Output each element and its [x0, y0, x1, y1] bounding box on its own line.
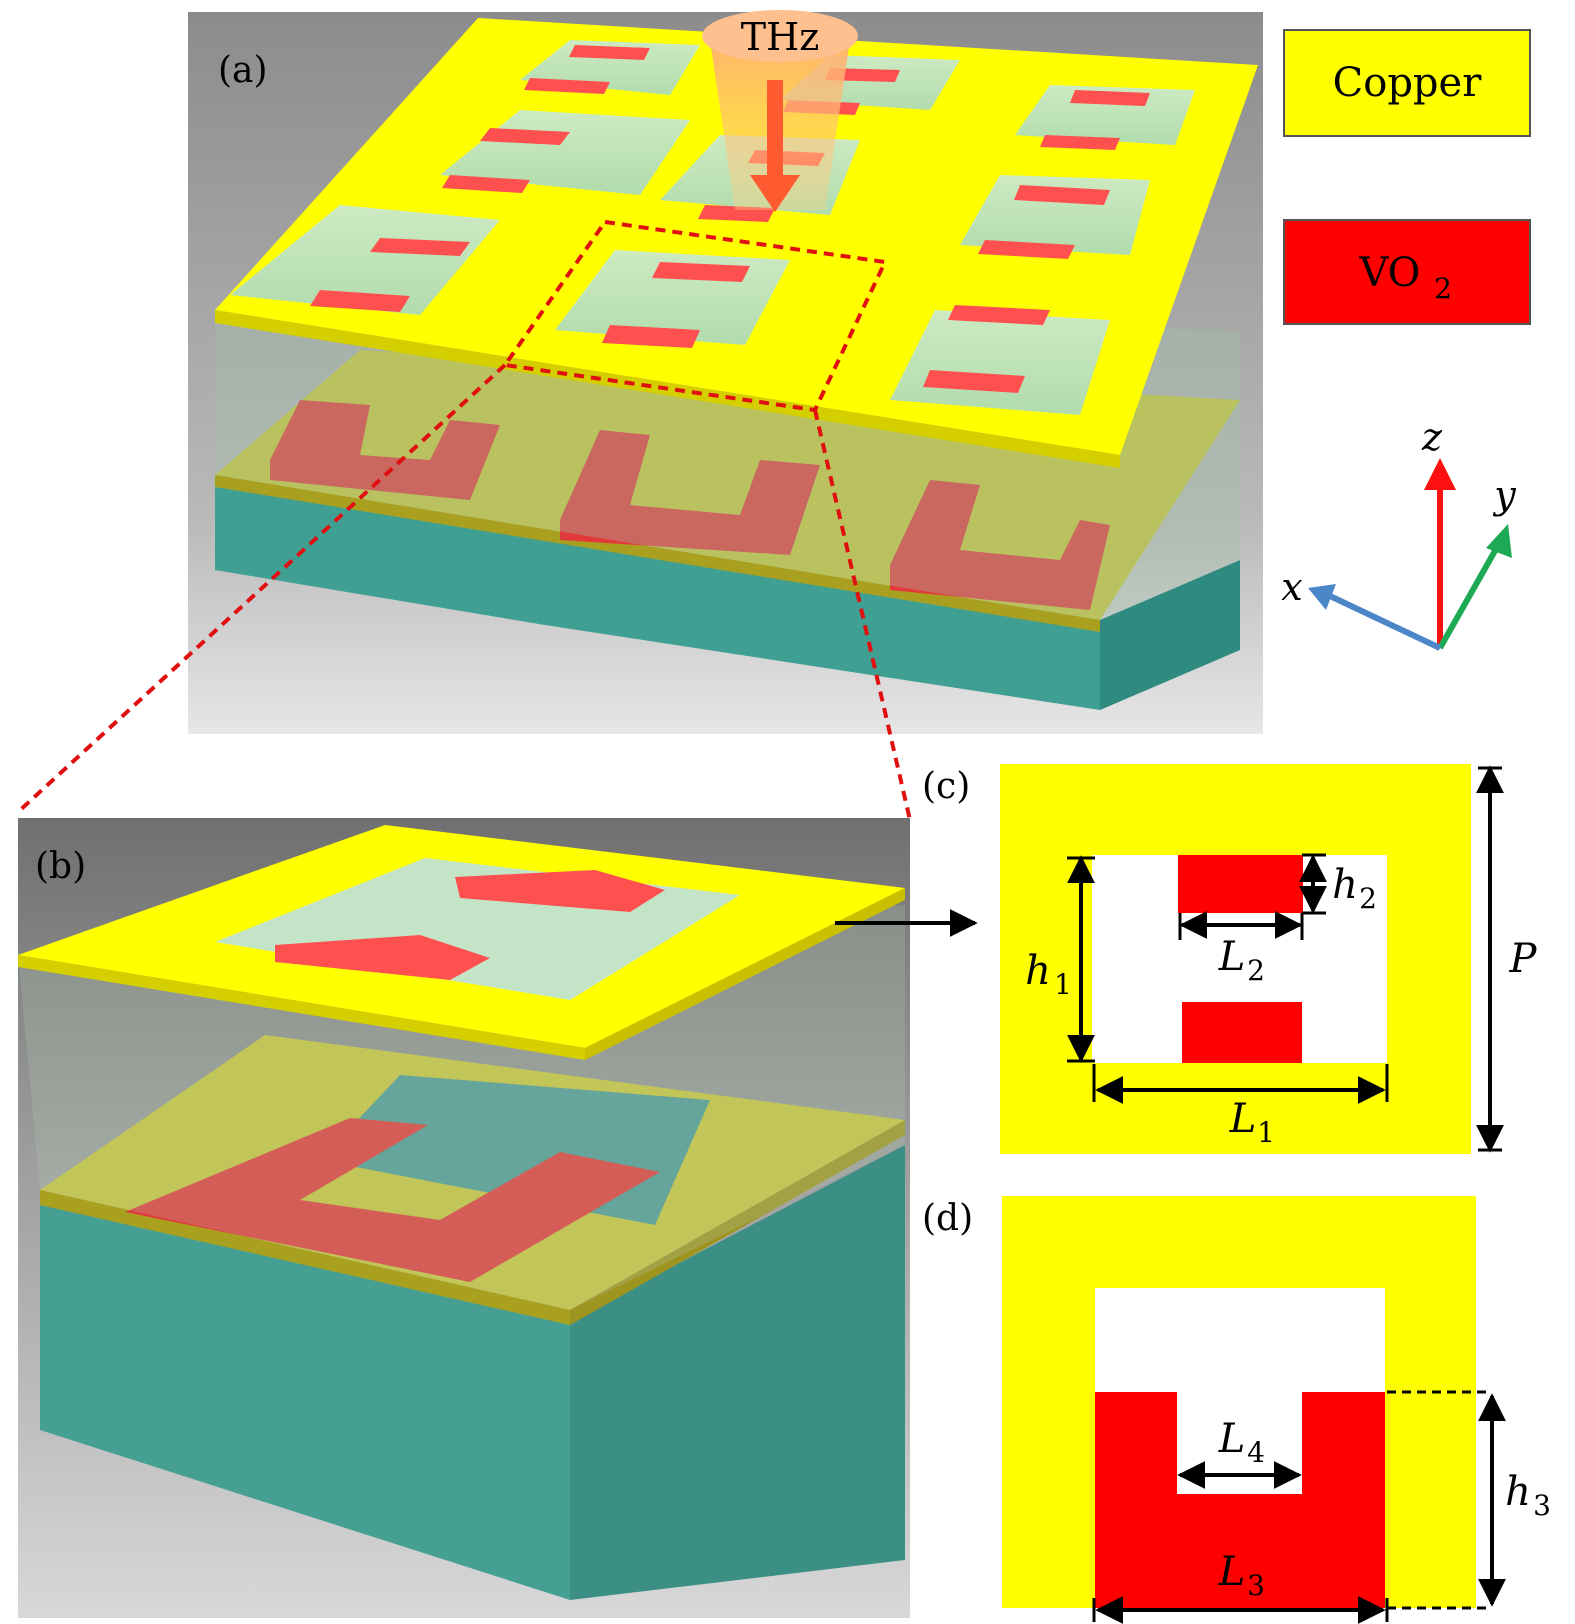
dim-P-label: P	[1509, 936, 1538, 982]
panel-a: THz (a)	[188, 10, 1263, 734]
vo2-u-shape-d	[1095, 1392, 1385, 1608]
z-axis-head	[1424, 458, 1456, 490]
dim-L2-label: L	[1218, 934, 1246, 980]
substrate-front-a	[215, 475, 1100, 710]
x-axis-label: x	[1281, 565, 1302, 609]
dim-L3-subscript: 3	[1247, 1569, 1265, 1602]
coordinate-axes: z y x	[1281, 415, 1516, 651]
zoom-line-left	[16, 363, 507, 814]
dim-L3-label: L	[1218, 1549, 1246, 1595]
panel-d-label: (d)	[922, 1198, 973, 1239]
x-axis-head	[1308, 584, 1336, 610]
dim-h1-subscript: 1	[1054, 968, 1072, 1001]
top-copper-edge-b	[18, 955, 585, 1060]
y-axis-head	[1486, 524, 1512, 558]
dim-L4-label: L	[1218, 1416, 1246, 1462]
vo2-u-shape	[890, 480, 1110, 610]
dim-h1-label: h	[1025, 948, 1051, 994]
thz-arrow-head	[750, 175, 800, 212]
dim-h3-label: h	[1505, 1469, 1531, 1515]
panel-c: P h 1 h 2 L 2 L 1 (c)	[922, 764, 1538, 1154]
lower-layer-side-edge-b	[570, 1120, 905, 1325]
panel-c-label: (c)	[922, 766, 970, 807]
panel-b-label: (b)	[35, 846, 86, 887]
legend-vo2-label: VO	[1359, 250, 1421, 296]
z-axis-label: z	[1421, 415, 1443, 459]
y-axis-arrow	[1437, 540, 1503, 650]
vo2-u-shape-b	[125, 1118, 660, 1282]
panel-d: L 4 L 3 h 3 (d)	[922, 1196, 1551, 1624]
legend-copper-label: Copper	[1333, 60, 1483, 106]
legend-copper-swatch	[1283, 29, 1531, 137]
dim-h3-subscript: 3	[1533, 1489, 1551, 1522]
legend: Copper VO 2	[1283, 29, 1531, 325]
dim-L4-subscript: 4	[1247, 1436, 1265, 1469]
vo2-u-shape	[560, 430, 820, 555]
zoom-line-right	[813, 409, 912, 821]
vo2-bar-top-c	[1178, 855, 1303, 913]
vo2-bar-bottom-c	[1182, 1002, 1302, 1063]
thz-source	[702, 10, 858, 62]
dim-h2-label: h	[1332, 862, 1358, 908]
lower-layer-edge-a	[215, 475, 1100, 632]
substrate-side-a	[1100, 560, 1240, 710]
dim-L2-subscript: 2	[1247, 954, 1265, 987]
lower-layer-edge-b	[40, 1190, 570, 1325]
y-axis-label: y	[1492, 473, 1516, 517]
panel-b: (b)	[18, 818, 910, 1618]
dim-L1-label: L	[1229, 1096, 1257, 1142]
thz-label: THz	[741, 15, 820, 59]
panel-a-label: (a)	[218, 50, 268, 91]
vo2-bar-bottom-b	[275, 935, 490, 980]
dim-h2-subscript: 2	[1359, 882, 1377, 915]
dim-L1-subscript: 1	[1257, 1116, 1275, 1149]
x-axis-arrow	[1328, 593, 1442, 651]
substrate-front-b	[40, 1200, 570, 1600]
substrate-side-b	[570, 1145, 905, 1600]
legend-vo2-swatch	[1283, 219, 1531, 325]
vo2-bar-top-b	[455, 870, 665, 912]
top-copper-side-edge-b	[585, 888, 905, 1060]
vo2-u-shape	[270, 400, 500, 500]
legend-vo2-subscript: 2	[1434, 272, 1452, 305]
